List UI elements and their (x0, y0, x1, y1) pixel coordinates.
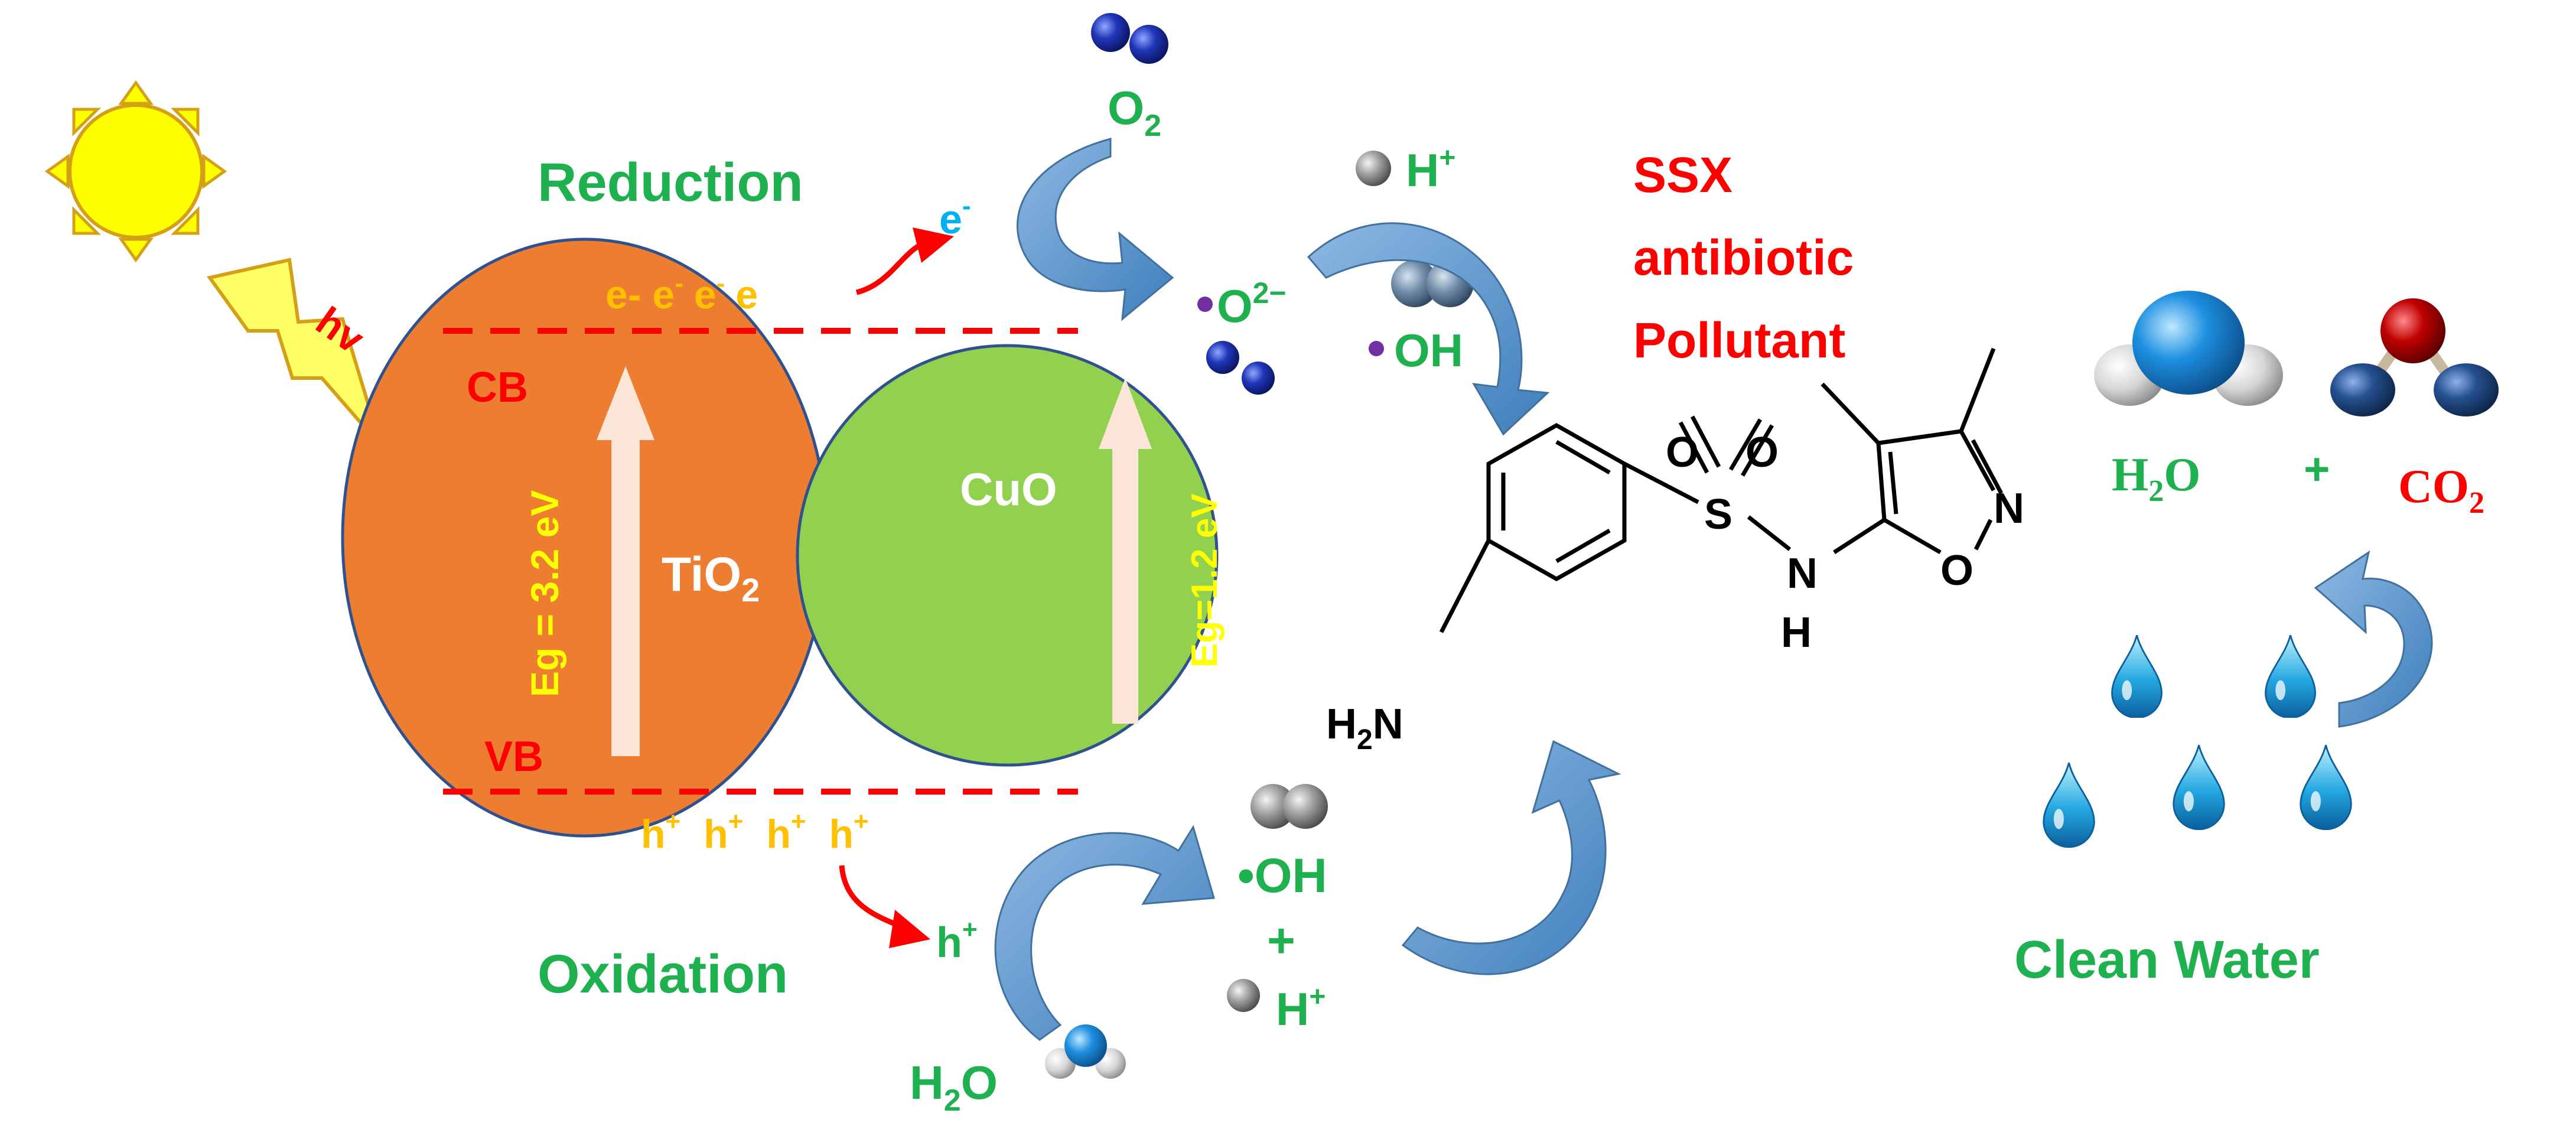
cb-electrons: e- e-e-e (605, 269, 758, 317)
sulfisoxazole-structure (1439, 347, 2004, 633)
pollutant-label-2: antibiotic (1633, 230, 1854, 285)
oh-radical-ox-label: •OH (1237, 849, 1327, 903)
clean-water-curved-arrow (2314, 550, 2433, 728)
hplus-ball-ox-icon (1227, 979, 1260, 1012)
product-co2-label: CO2 (2398, 461, 2484, 520)
atom-h-amide: H (1781, 609, 1812, 656)
pollutant-label-3: Pollutant (1633, 313, 1845, 368)
product-plus-label: + (2304, 444, 2330, 494)
water-drop-icon (2265, 635, 2316, 718)
hplus-label-ox: H+ (1276, 981, 1326, 1035)
atom-h2n: H2N (1326, 701, 1403, 756)
cuo-eg-label: Eg=1.2 eV (1184, 493, 1225, 668)
cuo-label: CuO (960, 463, 1057, 515)
atom-o-2: O (1745, 429, 1779, 476)
atom-n-ring: N (1994, 485, 2024, 532)
water-drop-icon (2300, 744, 2352, 830)
tio2-label: TiO2 (662, 548, 760, 608)
hole-transfer-arrow (839, 865, 930, 948)
cuo-particle (796, 344, 1219, 767)
clean-water-label: Clean Water (2014, 930, 2320, 990)
atom-o-1: O (1666, 429, 1699, 476)
hplus-ball-icon (1356, 151, 1391, 186)
cuo-bandgap-arrow (1099, 378, 1152, 724)
o2-label: O2 (1108, 82, 1161, 143)
hplus-label-top: H+ (1406, 142, 1455, 196)
h2o-molecule-icon (1045, 1024, 1126, 1079)
atom-o-ring: O (1940, 547, 1973, 594)
h2o-label: H2O (910, 1056, 998, 1118)
product-h2o-label: H2O (2112, 449, 2200, 508)
water-droplets (2043, 635, 2352, 848)
electron-out: e- (939, 191, 971, 242)
electron-transfer-arrow (855, 227, 954, 295)
o2-molecule-icon (1091, 13, 1168, 64)
pollutant-label-1: SSX (1633, 147, 1732, 203)
reduction-label: Reduction (538, 152, 803, 213)
cb-label: CB (467, 364, 528, 411)
water-drop-icon (2043, 762, 2095, 848)
water-drop-icon (2111, 635, 2163, 718)
tio2-bandgap-arrow (597, 366, 654, 756)
plus-ox-label: + (1267, 914, 1295, 968)
superoxide-label: O2− (1217, 276, 1287, 332)
oxidation-curved-arrow (994, 825, 1215, 1041)
vb-label: VB (484, 733, 543, 780)
o2-molecule-small-icon (1206, 341, 1275, 395)
oh-molecule-ox-icon (1250, 784, 1328, 829)
oh-radical-dot (1369, 341, 1384, 356)
radical-dot (1197, 297, 1213, 312)
sulfisoxazole-atoms: O O S N H N O H2N (1326, 429, 2024, 756)
atom-n-amide: N (1787, 550, 1818, 597)
oxidation-label: Oxidation (538, 944, 788, 1004)
oh-radical-label: OH (1394, 324, 1463, 376)
sun-icon (44, 80, 227, 263)
lightning-icon (206, 258, 383, 447)
vb-holes: h+ h+ h+ h+ (641, 794, 869, 857)
product-co2-icon (2330, 298, 2499, 416)
atom-s: S (1704, 491, 1732, 538)
water-drop-icon (2173, 744, 2225, 830)
hole-out: h+ (936, 915, 978, 966)
product-h2o-icon (2094, 291, 2283, 406)
radical-attack-arrow-top (1307, 222, 1550, 436)
radical-attack-arrow-bottom (1401, 740, 1621, 975)
tio2-eg-label: Eg = 3.2 eV (523, 490, 566, 697)
reduction-curved-arrow (1017, 138, 1174, 321)
